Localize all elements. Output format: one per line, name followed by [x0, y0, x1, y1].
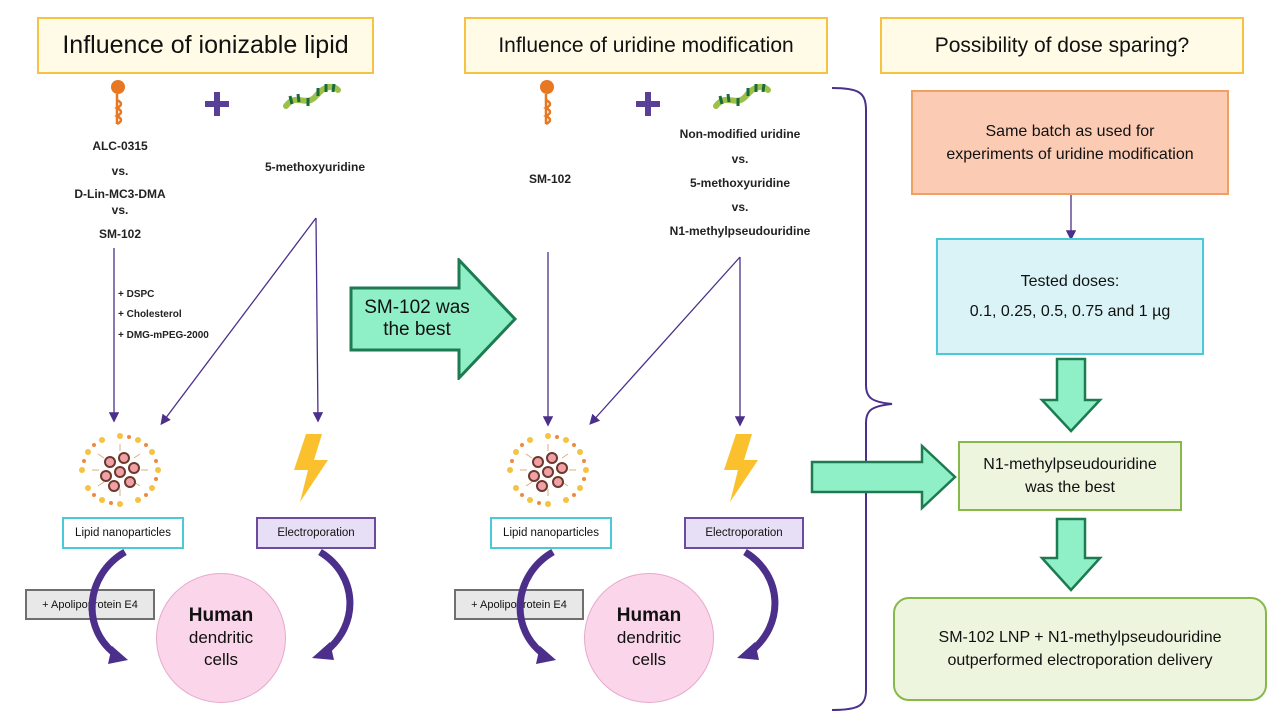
- conclusion-line1: SM-102 LNP + N1-methylpseudouridine: [938, 629, 1222, 646]
- mrna-icon: [283, 83, 341, 109]
- curved-arrow-icon: [516, 548, 779, 664]
- vs-label: vs.: [111, 164, 129, 178]
- middle-arrow-text: SM-102 was the best: [352, 297, 482, 341]
- same-batch-line1: Same batch as used for: [985, 122, 1155, 140]
- plus-icon: [205, 92, 229, 116]
- human-dendritic-cells: Human dendritic cells: [584, 573, 714, 703]
- block-arrow-icon: [1039, 357, 1103, 433]
- curved-arrow-icon: [88, 548, 354, 664]
- cells-line2: dendritic: [616, 628, 682, 647]
- cells-bold-label: Human: [188, 605, 254, 626]
- vs-label: vs.: [111, 203, 129, 217]
- electroporation-label: Electroporation: [256, 517, 376, 549]
- mrna-option-3: N1-methylpseudouridine: [669, 224, 811, 238]
- tested-doses-values: 0.1, 0.25, 0.5, 0.75 and 1 µg: [969, 302, 1171, 320]
- cells-line3: cells: [631, 650, 666, 669]
- vs-label: vs.: [731, 200, 749, 214]
- mrna-option-2: 5-methoxyuridine: [689, 176, 791, 190]
- lipid-sm102-label: SM-102: [528, 172, 572, 186]
- lipid-icon: [111, 80, 125, 126]
- additive-peg: + DMG-mPEG-2000: [118, 330, 209, 341]
- lipid-icon: [540, 80, 554, 126]
- additive-dspc: + DSPC: [118, 289, 155, 300]
- additive-cholesterol: + Cholesterol: [118, 309, 182, 320]
- mrna-icon: [713, 83, 771, 109]
- mrna-label: 5-methoxyuridine: [264, 160, 366, 174]
- tested-doses-box: Tested doses: 0.1, 0.25, 0.5, 0.75 and 1…: [936, 238, 1204, 355]
- block-arrow-icon: [810, 443, 957, 511]
- middle-arrow-line2: the best: [383, 319, 451, 340]
- tested-doses-title: Tested doses:: [1020, 272, 1120, 290]
- block-arrow-icon: [349, 258, 518, 380]
- block-arrow-icon: [1039, 517, 1103, 592]
- lipid-option-2: D-Lin-MC3-DMA: [74, 187, 166, 201]
- panel2-title: Influence of uridine modification: [464, 17, 828, 74]
- panel3-title: Possibility of dose sparing?: [880, 17, 1244, 74]
- human-dendritic-cells: Human dendritic cells: [156, 573, 286, 703]
- lnp-label: Lipid nanoparticles: [490, 517, 612, 549]
- plus-icon: [636, 92, 660, 116]
- same-batch-box: Same batch as used for experiments of ur…: [911, 90, 1229, 195]
- cells-line2: dendritic: [188, 628, 254, 647]
- vs-label: vs.: [731, 152, 749, 166]
- cells-bold-label: Human: [616, 605, 682, 626]
- lightning-icon: [724, 434, 758, 502]
- best-result-box: N1-methylpseudouridine was the best: [958, 441, 1182, 511]
- best-line2: was the best: [1025, 479, 1115, 496]
- best-line1: N1-methylpseudouridine: [983, 456, 1157, 473]
- lightning-icon: [294, 434, 328, 502]
- mrna-option-1: Non-modified uridine: [679, 127, 801, 141]
- brace-icon: [831, 87, 893, 711]
- lnp-icon: [79, 433, 161, 507]
- middle-arrow-line1: SM-102 was: [364, 297, 470, 318]
- lnp-label: Lipid nanoparticles: [62, 517, 184, 549]
- lipid-option-1: ALC-0315: [92, 139, 148, 153]
- same-batch-line2: experiments of uridine modification: [946, 145, 1194, 163]
- electroporation-label: Electroporation: [684, 517, 804, 549]
- lipid-option-3: SM-102: [98, 227, 142, 241]
- conclusion-line2: outperformed electroporation delivery: [947, 652, 1213, 669]
- lnp-icon: [507, 433, 589, 507]
- conclusion-box: SM-102 LNP + N1-methylpseudouridine outp…: [893, 597, 1267, 701]
- cells-line3: cells: [203, 650, 238, 669]
- panel1-title: Influence of ionizable lipid: [37, 17, 374, 74]
